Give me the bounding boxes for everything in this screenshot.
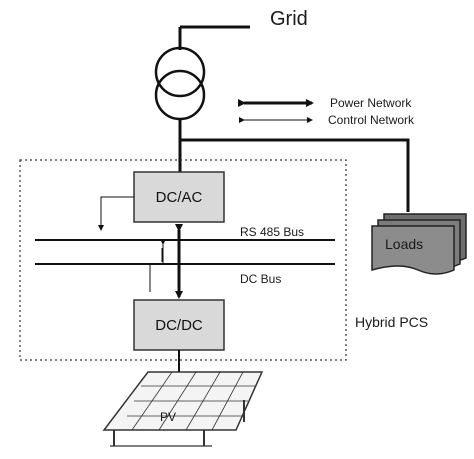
control-network-label: Control Network [328,113,415,127]
rs485-bus-label: RS 485 Bus [240,225,304,239]
transformer-icon [154,46,206,121]
dcdc-label: DC/DC [155,317,203,334]
grid-label: Grid [270,8,308,30]
dcac-control-link [98,196,134,231]
hybrid-pcs-enclosure [19,159,347,361]
loads-label: Loads [385,236,423,252]
dc-bus-label: DC Bus [240,272,281,286]
hybrid-pcs-label: Hybrid PCS [355,314,428,330]
legend: Power Network Control Network [238,96,415,127]
loads-icon [371,213,467,275]
pv-panel-icon [102,371,264,447]
power-line-to-loads [180,138,410,212]
dcdc-control-link-a [149,239,166,292]
dcac-label: DC/AC [156,189,203,206]
pv-label: PV [160,410,176,424]
power-network-label: Power Network [330,96,412,110]
